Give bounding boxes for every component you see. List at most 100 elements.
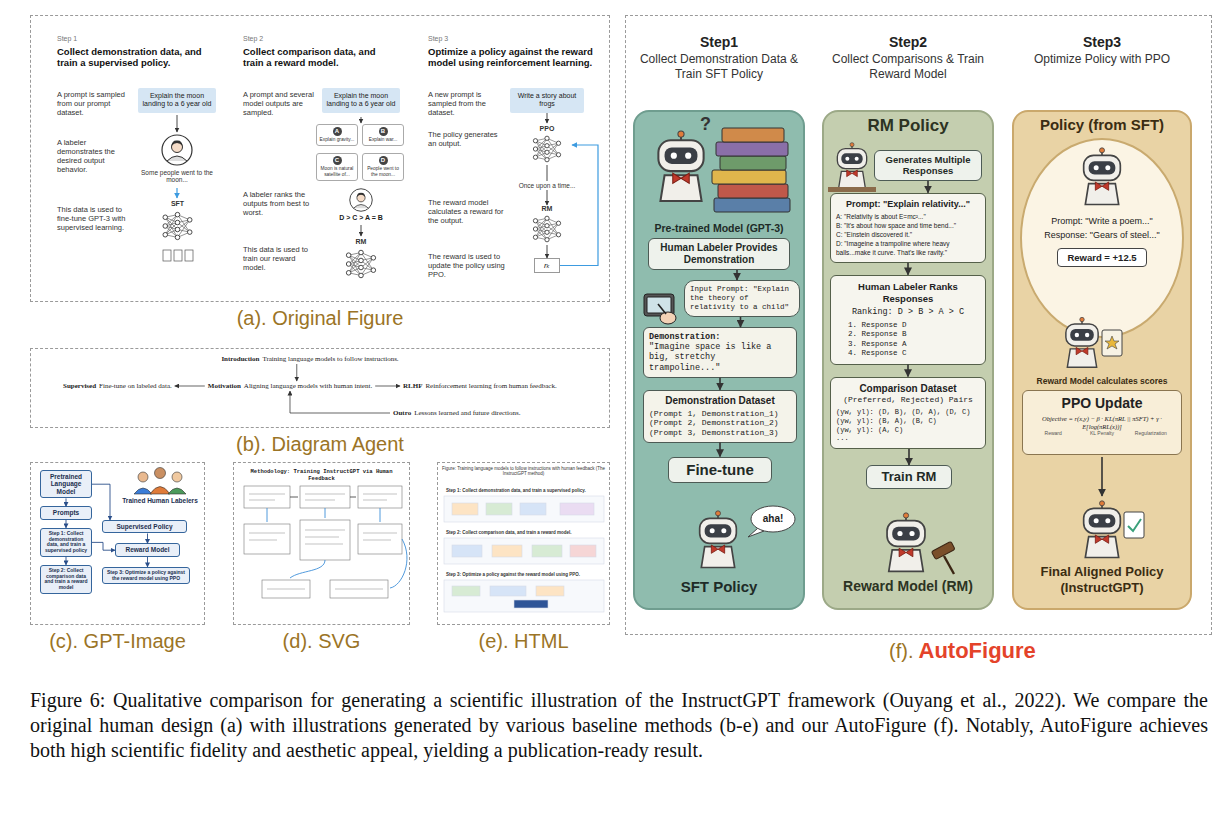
text-holder: Reward Model (RM): [824, 578, 992, 594]
label-holder: Figure: Training language models to foll…: [442, 466, 605, 476]
node-text: Reward = +12.5: [1058, 252, 1146, 263]
text-holder: Collect Comparisons & Train Reward Model: [820, 52, 996, 82]
node-subtext: (Prompt 3, Demonstration_3): [649, 428, 791, 438]
robot-figure: [1084, 148, 1121, 205]
text-holder: B: [365, 127, 401, 137]
prompt-box: Write a story about frogs: [510, 88, 584, 113]
html-sketch: [536, 586, 564, 596]
annotation-text: Trained Human Labelers: [118, 497, 202, 504]
connector: [92, 542, 115, 550]
process-box: Step 2: Collect comparison data and trai…: [40, 565, 92, 594]
node-text: Generates Multiple Responses: [879, 154, 977, 177]
node-text: Supervised Policy: [105, 523, 184, 530]
text-holder: (yw, yl): (B, A), (B, C): [836, 417, 980, 426]
label-holder: Some people went to the moon...: [136, 169, 218, 183]
book-stack: [722, 128, 784, 142]
node-subtext: Optimize Policy with PPO: [1010, 52, 1194, 67]
text-holder: RM: [335, 238, 387, 245]
html-sketch: [492, 545, 522, 557]
text-holder: (yw, yl): (D, B), (D, A), (D, C): [836, 408, 980, 417]
text-holder: Explain war...: [365, 137, 401, 143]
text-holder: Regularization: [1126, 430, 1175, 436]
label-holder: Step 3: [428, 35, 588, 42]
node-text: Step 3: Optimize a policy against the re…: [105, 570, 187, 582]
data-icon: [174, 250, 182, 261]
node-subtext: Training language models to follow instr…: [262, 355, 398, 363]
html-sketch: [560, 503, 594, 515]
node-subtext: 2. Response B: [836, 330, 980, 339]
node-text: Prompt: "Write a poem...": [1022, 216, 1182, 226]
process-box: PPO UpdateObjective = r(x,y) − β · KL(πR…: [1022, 390, 1182, 455]
text-holder: Policy (from SFT): [1014, 116, 1190, 133]
text-holder: Human Labeler Provides Demonstration: [653, 242, 785, 266]
node-subtext: Reward Model (RM): [824, 578, 992, 594]
html-sketch: [532, 545, 562, 557]
text-holder: Final Aligned Policy (InstructGPT): [1014, 564, 1190, 597]
text-holder: (d). SVG: [234, 630, 409, 653]
speech-bubble: [751, 506, 795, 532]
node-text: D: [379, 156, 388, 165]
text-holder: People went to the moon...: [365, 166, 401, 178]
connector: [175, 386, 205, 387]
labeler-icon: [350, 189, 373, 212]
approved-document: [1124, 512, 1144, 538]
text-holder: Prompts: [43, 509, 89, 516]
step-arrow: [361, 225, 362, 236]
labelers-icon: [150, 487, 170, 495]
text-holder: Outro: [393, 409, 414, 417]
robot-figure: [658, 131, 703, 201]
node-subtext: Aligning language models with human inte…: [244, 382, 372, 390]
reward-box: Reward = +12.5: [1057, 248, 1147, 267]
figure-caption: Figure 6: Qualitative comparison for gen…: [30, 688, 1208, 763]
node-text: Step2: [824, 34, 992, 50]
node-subtext: Explain gravity...: [319, 137, 355, 143]
text-holder: (Preferred, Rejected) Pairs: [836, 395, 980, 405]
text-holder: ...: [836, 434, 980, 443]
text-holder: Reward Model calculates scores: [1014, 376, 1190, 386]
connector: [92, 484, 110, 520]
robot-figure: [1066, 317, 1098, 367]
hand-tablet: [647, 297, 671, 313]
html-sketch: [486, 503, 512, 515]
label-holder: A labeler demonstrates the desired outpu…: [57, 138, 133, 174]
node-subtext: Response: "Gears of steel...": [1022, 230, 1182, 240]
label-holder: Trained Human Labelers: [118, 497, 202, 504]
connector: [927, 181, 929, 193]
text-holder: Supervised: [63, 382, 99, 390]
node-text: Human Labeler Provides Demonstration: [653, 242, 785, 266]
text-holder: Moon is natural satellite of...: [319, 166, 355, 178]
network-icon: [533, 136, 560, 162]
text-holder: SFT: [150, 200, 205, 207]
text-holder: PPO Update: [1028, 395, 1176, 412]
node-text: (b). Diagram Agent: [31, 433, 609, 456]
annotation-text: Collect comparison data, and train a rew…: [243, 46, 393, 69]
edge-label: Once upon a time...: [517, 181, 578, 190]
node-subtext: (Prompt 1, Demonstration_1): [649, 409, 791, 419]
flow-arrow: [1101, 457, 1103, 496]
process-box: Pretrained Language Model: [40, 470, 92, 498]
svg-sketch: [244, 486, 407, 598]
text-holder: rₖ: [535, 261, 559, 270]
text-holder: Step3: [1014, 34, 1190, 50]
label-holder: This data is used to fine-tune GPT-3 wit…: [57, 205, 137, 232]
certificate: [1102, 330, 1122, 356]
labelers-icon: [155, 468, 166, 479]
text-holder: Response: "Gears of steel...": [1022, 230, 1182, 240]
label-holder: Step 2: Collect comparison data, and tra…: [446, 530, 604, 535]
connector: [290, 391, 390, 413]
text-holder: Lessons learned and future directions.: [414, 409, 520, 417]
connector: [547, 245, 548, 258]
step-arrow: [547, 113, 548, 123]
node-subtext: SFT Policy: [635, 578, 803, 595]
text-holder: C: "Einstein discovered it.": [836, 231, 980, 239]
node-subtext: Pre-trained Model (GPT-3): [635, 222, 803, 234]
label-holder: A prompt is sampled from our prompt data…: [57, 90, 133, 117]
text-holder: (f).: [626, 640, 919, 663]
book-stack: [712, 128, 790, 212]
node-subtext: (yw, yl): (A, C): [836, 426, 980, 435]
text-holder: C: [319, 156, 355, 166]
output-box: DPeople went to the moon...: [362, 153, 404, 181]
network-icon: [163, 212, 192, 239]
node-subtext: 1. Response D: [836, 321, 980, 330]
certificate: [1102, 330, 1122, 356]
